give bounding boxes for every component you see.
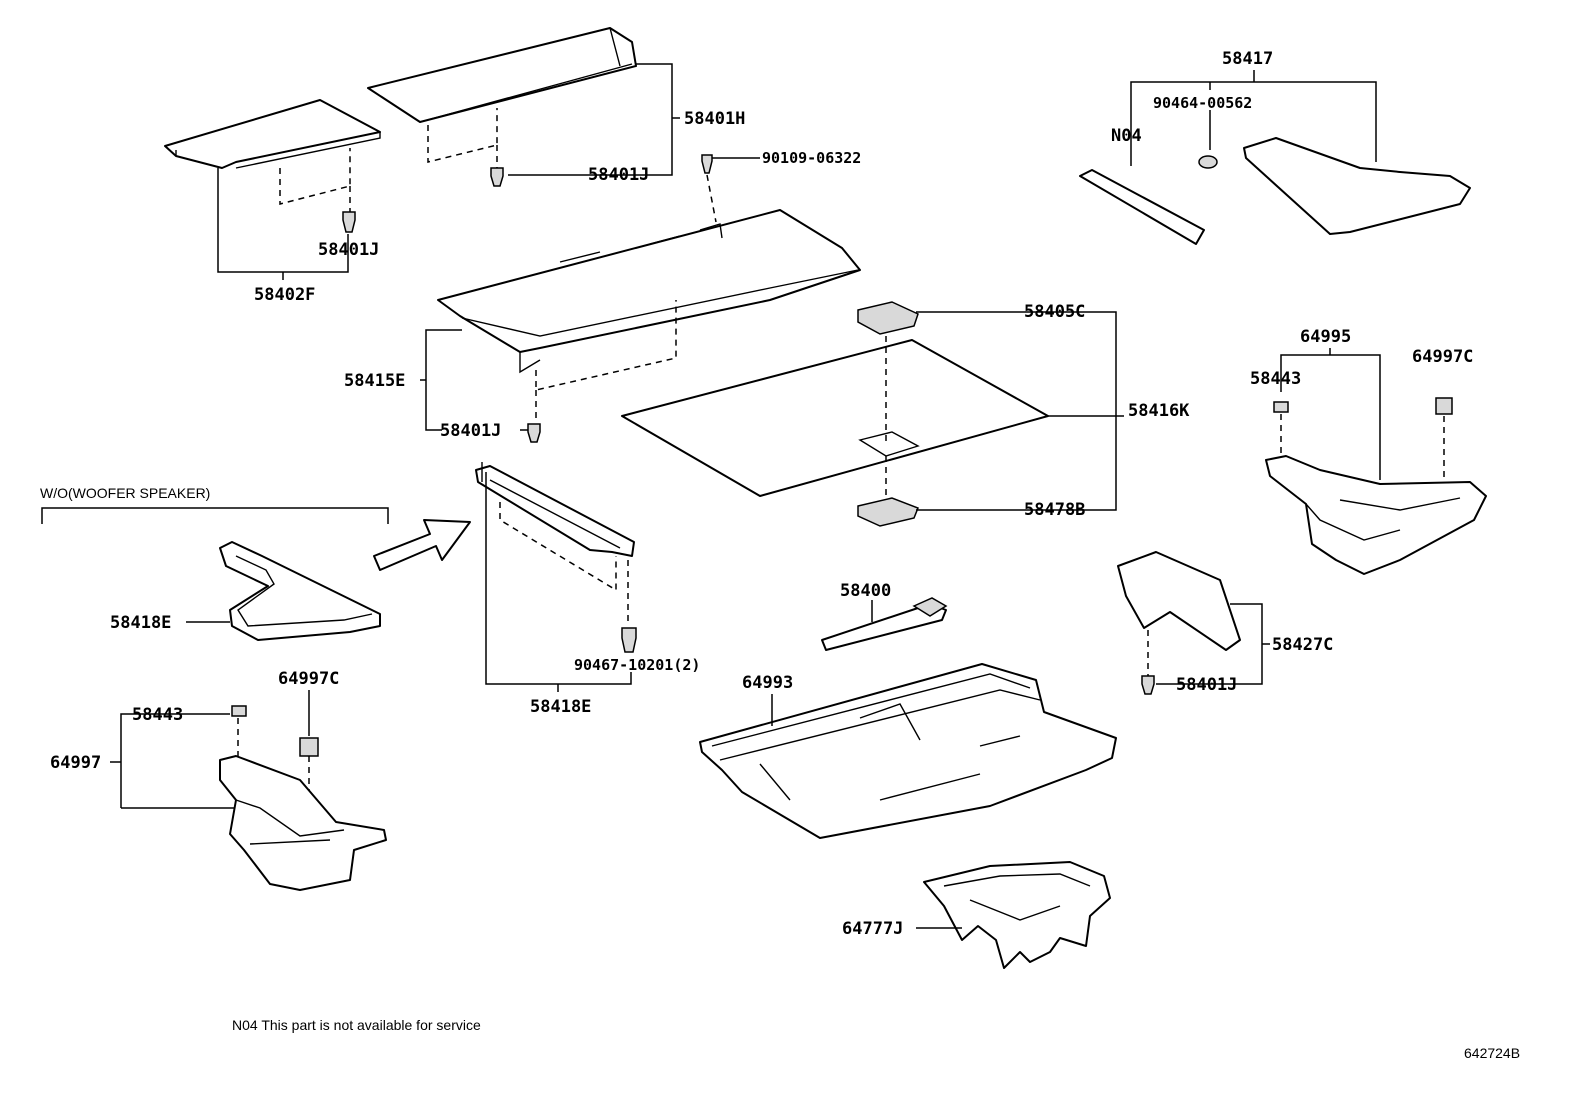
bracket-58427C	[1156, 603, 1270, 685]
screw-90109-06322[interactable]	[701, 154, 713, 174]
clip-58401J-top[interactable]	[490, 167, 504, 187]
bracket-64995	[1280, 348, 1381, 480]
group-bracket	[41, 507, 389, 524]
callout-58416K[interactable]: 58416K	[1128, 401, 1190, 421]
callout-58478B[interactable]: 58478B	[1024, 500, 1085, 520]
callout-58405C[interactable]: 58405C	[1024, 302, 1085, 322]
strap-58400[interactable]	[821, 597, 948, 651]
trim-frame-58418E-left[interactable]	[219, 541, 381, 641]
trim-strip-N04[interactable]	[1079, 169, 1205, 245]
clip-58401J-right[interactable]	[1141, 675, 1155, 695]
bracket-part-58427C[interactable]	[1117, 551, 1241, 651]
callout-58401J-mid[interactable]: 58401J	[440, 421, 501, 441]
clip-58401J-mid[interactable]	[527, 423, 541, 443]
callout-58427C[interactable]: 58427C	[1272, 635, 1333, 655]
clamp-90464-00562[interactable]	[1198, 155, 1218, 169]
callout-58415E[interactable]: 58415E	[344, 371, 405, 391]
callout-58401J-top[interactable]: 58401J	[588, 165, 649, 185]
callout-N04[interactable]: N04	[1111, 126, 1142, 146]
deck-board-left[interactable]	[164, 99, 381, 169]
bracket-58418E-mid	[485, 472, 632, 692]
clip-90467-10201[interactable]	[621, 627, 637, 653]
subwoofer-box-64997[interactable]	[219, 755, 387, 891]
callout-58401J-right[interactable]: 58401J	[1176, 675, 1237, 695]
callout-90109-06322[interactable]: 90109-06322	[762, 149, 861, 167]
screw-dash	[706, 174, 717, 223]
direction-arrow	[373, 519, 471, 571]
subwoofer-box-64995[interactable]	[1265, 455, 1487, 575]
cap-58443-right[interactable]	[1273, 401, 1289, 413]
58418E-dash	[499, 502, 629, 626]
cap-58443-left[interactable]	[231, 705, 247, 717]
storage-tray-64993[interactable]	[699, 663, 1117, 839]
callout-58443-right[interactable]: 58443	[1250, 369, 1301, 389]
hook-58405C[interactable]	[857, 301, 919, 335]
callout-58417[interactable]: 58417	[1222, 49, 1273, 69]
bracket-64997	[110, 713, 242, 809]
callout-58401H[interactable]: 58401H	[684, 109, 745, 129]
callout-58400[interactable]: 58400	[840, 581, 891, 601]
callout-64995[interactable]: 64995	[1300, 327, 1351, 347]
bracket-58402F	[217, 168, 349, 280]
callout-90464-00562[interactable]: 90464-00562	[1153, 94, 1252, 112]
deck-upper-dash	[427, 108, 498, 168]
deck-left-dash	[279, 148, 351, 212]
trim-frame-58418E-mid[interactable]	[475, 462, 635, 557]
bracket-58401H	[508, 63, 680, 176]
callout-58401J-left[interactable]: 58401J	[318, 240, 379, 260]
box-right-dash	[1280, 414, 1445, 488]
trim-panel-58417[interactable]	[1243, 137, 1471, 235]
deck-board-upper[interactable]	[367, 27, 637, 123]
nut-64997C-left[interactable]	[299, 737, 319, 757]
callout-58402F[interactable]: 58402F	[254, 285, 315, 305]
nut-64997C-right[interactable]	[1435, 397, 1453, 415]
bracket-58417	[1130, 70, 1377, 166]
64997-dash	[237, 718, 310, 790]
callout-58418E-left[interactable]: 58418E	[110, 613, 171, 633]
callout-58443-left[interactable]: 58443	[132, 705, 183, 725]
hook-58478B[interactable]	[857, 497, 919, 527]
callout-64997C-left[interactable]: 64997C	[278, 669, 339, 689]
group-label-without-woofer: W/O(WOOFER SPEAKER)	[40, 485, 210, 501]
tray-64777J[interactable]	[923, 861, 1111, 969]
cover-dash	[535, 300, 677, 422]
figure-code: 642724B	[1464, 1045, 1520, 1061]
footnote: N04 This part is not available for servi…	[232, 1017, 481, 1033]
callout-90467-10201[interactable]: 90467-10201(2)	[574, 656, 700, 674]
callout-58418E-mid[interactable]: 58418E	[530, 697, 591, 717]
callout-64997[interactable]: 64997	[50, 753, 101, 773]
callout-64777J[interactable]: 64777J	[842, 919, 903, 939]
bracket-58416K	[916, 311, 1124, 511]
callout-64993[interactable]: 64993	[742, 673, 793, 693]
tonneau-cover-panel[interactable]	[437, 209, 861, 374]
bracket-58415E	[420, 329, 528, 431]
callout-64997C-right[interactable]: 64997C	[1412, 347, 1473, 367]
floor-mat[interactable]	[621, 339, 1049, 497]
clip-58401J-left[interactable]	[342, 211, 356, 233]
